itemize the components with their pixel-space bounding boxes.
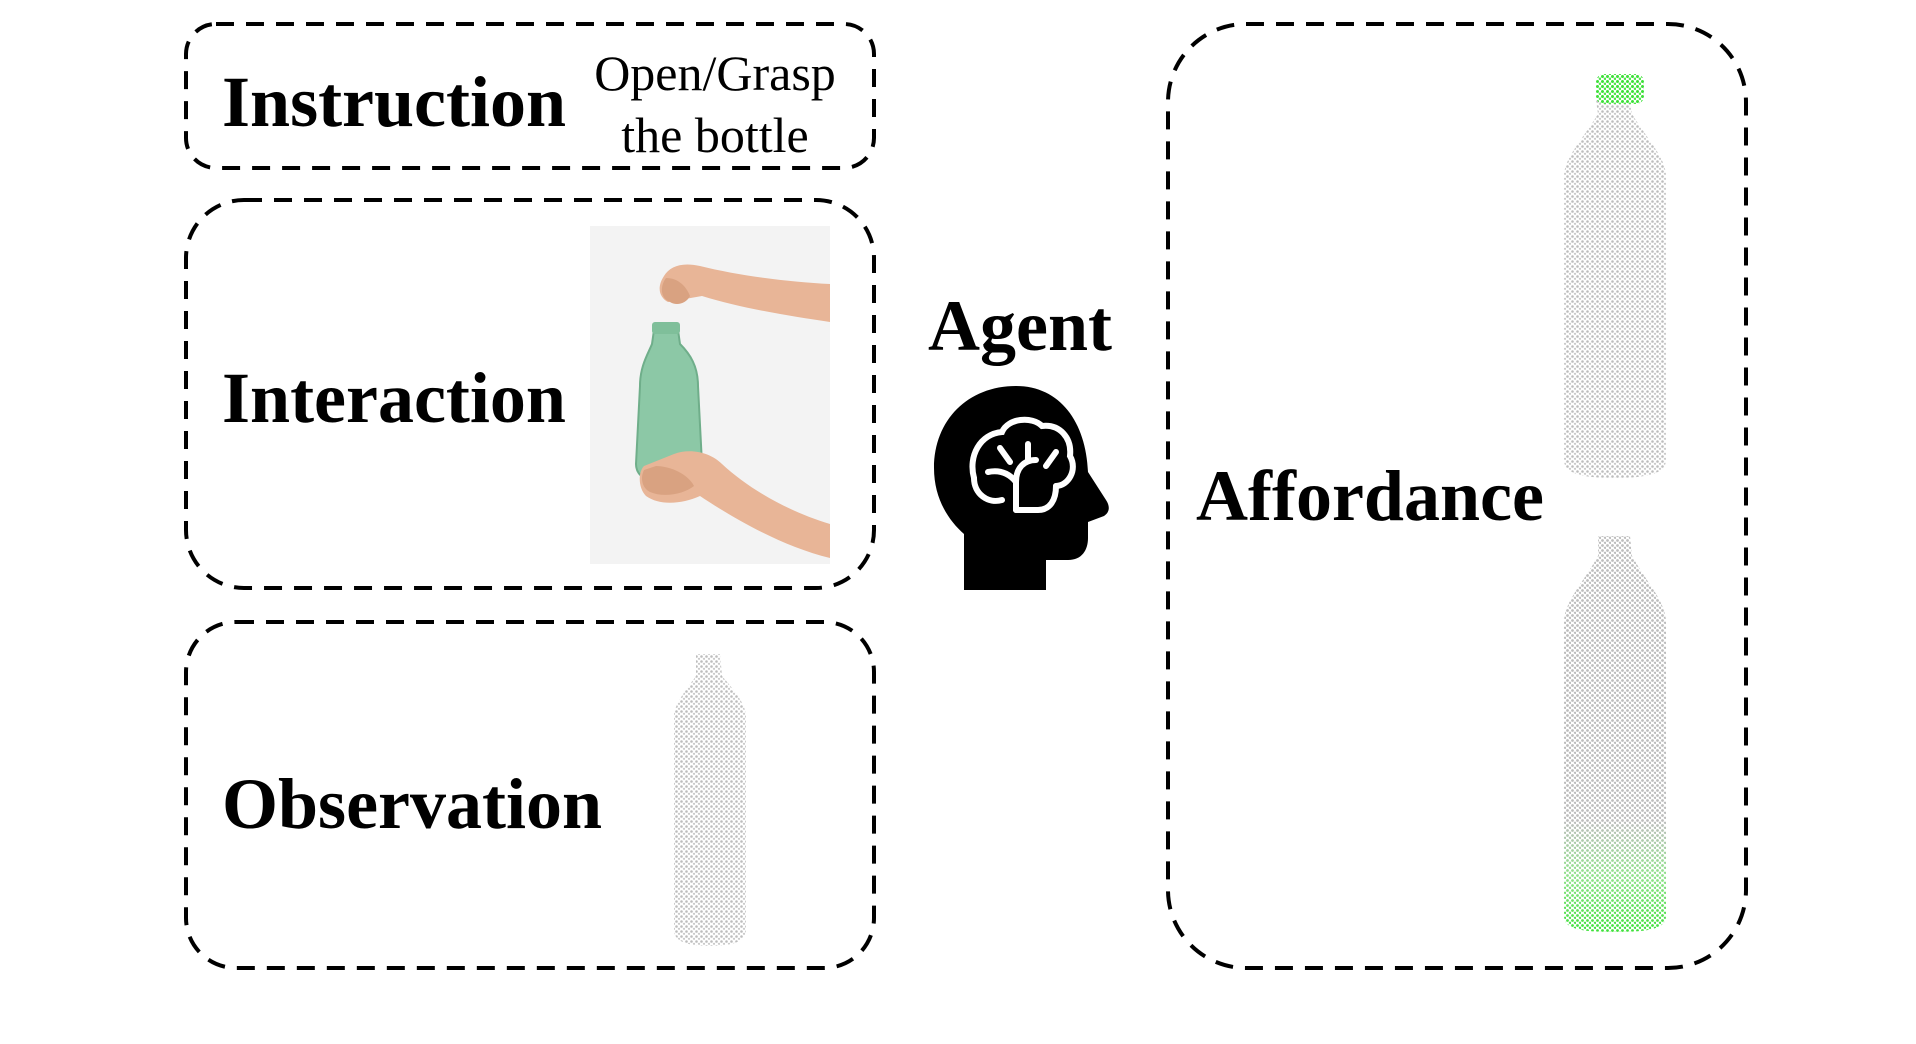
interaction-photo [590, 226, 830, 564]
observation-point-cloud [674, 654, 746, 946]
instruction-text: Open/Grasp the bottle [570, 42, 860, 166]
instruction-frame [184, 22, 876, 170]
observation-frame [184, 620, 876, 970]
instruction-line-2: the bottle [621, 107, 809, 163]
affordance-label: Affordance [1196, 456, 1544, 536]
affordance-open-point-cloud [1564, 74, 1666, 478]
interaction-frame [184, 198, 876, 590]
instruction-line-1: Open/Grasp [594, 45, 836, 101]
instruction-label: Instruction [222, 62, 567, 142]
observation-label: Observation [222, 764, 603, 844]
affordance-frame [1166, 22, 1748, 970]
brain-head-icon [934, 386, 1109, 590]
interaction-label: Interaction [222, 358, 566, 438]
agent-label: Agent [928, 286, 1112, 366]
affordance-grasp-point-cloud [1564, 536, 1666, 932]
